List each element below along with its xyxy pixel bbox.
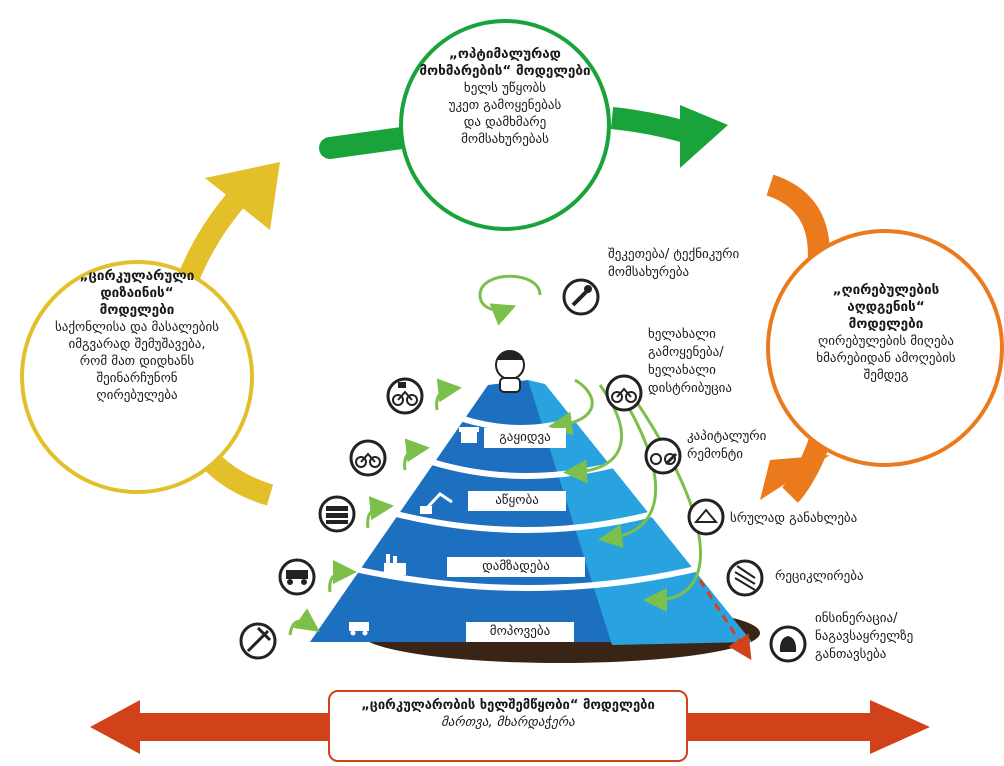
loop-recycle xyxy=(623,384,703,612)
bicycle-frame-icon xyxy=(687,498,725,536)
loop-repair xyxy=(478,274,542,326)
bicycle-icon xyxy=(349,439,387,477)
left-circle-line: რომ მათ დიდხანს xyxy=(79,354,195,369)
left-circle-text: „ცირკულარული დიზაინის“ მოდელები საქონლის… xyxy=(30,268,244,404)
person-icon xyxy=(495,350,525,393)
label-repair: შეკეთება/ ტექნიკური მომსახურება xyxy=(608,247,740,280)
label-reuse: ხელახალი გამოყენება/ ხელახალი დისტრიბუცი… xyxy=(648,327,733,396)
left-arrow-4 xyxy=(403,438,430,471)
top-circle-title: „ოპტიმალურად მოხმარების“ მოდელები xyxy=(419,46,591,79)
level-sales: გაყიდვა xyxy=(484,428,566,448)
left-circle-line: შეინარჩუნონ xyxy=(96,371,178,386)
left-arrow-5 xyxy=(435,378,462,411)
right-circle-line: ღირებულების მიღება xyxy=(818,334,954,349)
right-circle-title: „ღირებულების აღდგენის“ მოდელები xyxy=(832,282,940,332)
top-circle xyxy=(399,19,611,231)
top-circle-line: ხელს უწყობს xyxy=(463,81,547,96)
level-manufacturing: დამზადება xyxy=(447,557,585,577)
left-circle-line: იმგვარად შემუშავება, xyxy=(68,337,206,352)
orange-arrowhead xyxy=(760,455,830,500)
enablers-subtitle: მართვა, მხარდაჭერა xyxy=(441,715,575,730)
recycle-pipes-icon xyxy=(726,559,764,597)
green-arrowhead xyxy=(680,105,728,168)
label-recycle: რეციკლირება xyxy=(775,569,864,584)
left-circle-line: საქონლისა და მასალების xyxy=(54,320,219,335)
orange-arc-lower xyxy=(781,436,831,503)
label-incineration: ინსინერაცია/ ნაგავსაყრელზე განთავსება xyxy=(815,611,914,662)
enablers-title: „ცირკულარობის ხელშემწყობი“ მოდელები xyxy=(361,698,655,713)
green-arrow-left xyxy=(319,127,413,159)
left-circle xyxy=(20,260,254,494)
lumber-icon xyxy=(318,495,356,533)
wrench-icon xyxy=(562,278,600,316)
mine-cart-icon xyxy=(349,622,369,636)
loop-reuse xyxy=(548,378,594,436)
mining-truck-icon xyxy=(278,558,316,596)
band-4 xyxy=(349,565,701,591)
bicycle-icon xyxy=(605,374,643,412)
level-extraction: მოპოვება xyxy=(466,622,574,642)
shop-icon xyxy=(459,427,479,443)
left-arrow-1 xyxy=(288,608,320,636)
bicycle-delivery-icon xyxy=(386,377,424,415)
top-circle-text: „ოპტიმალურად მოხმარების“ მოდელები ხელს უ… xyxy=(412,46,598,148)
left-circle-title: „ცირკულარული დიზაინის“ მოდელები xyxy=(79,268,195,318)
factory-icon xyxy=(384,554,406,575)
enablers-box: „ცირკულარობის ხელშემწყობი“ მოდელები მართ… xyxy=(328,690,688,762)
band-3 xyxy=(387,509,661,533)
left-arrow-3 xyxy=(366,496,394,529)
top-circle-line: მომსახურებას xyxy=(461,132,549,147)
left-arrow-2 xyxy=(328,560,357,593)
right-circle-line: ხმარებიდან ამოღების xyxy=(816,351,956,366)
label-refurbish: კაპიტალური რემონტი xyxy=(687,429,767,462)
loop-remanufacture xyxy=(598,384,658,549)
right-circle xyxy=(766,229,1004,467)
left-circle-line: ღირებულება xyxy=(96,388,178,403)
bicycle-repair-icon xyxy=(644,437,682,475)
top-circle-line: და დამხმარე xyxy=(463,115,547,130)
level-assembly: აწყობა xyxy=(468,491,566,511)
top-circle-line: უკეთ გამოყენებას xyxy=(448,98,562,113)
yellow-arrowhead xyxy=(205,162,280,230)
right-circle-text: „ღირებულების აღდგენის“ მოდელები ღირებულე… xyxy=(784,282,988,384)
pickaxe-icon xyxy=(239,622,277,660)
waste-bag-icon xyxy=(769,625,807,663)
label-remanufacture: სრულად განახლება xyxy=(730,511,858,526)
right-circle-line: შემდეგ xyxy=(863,368,909,383)
crane-icon xyxy=(420,492,453,514)
